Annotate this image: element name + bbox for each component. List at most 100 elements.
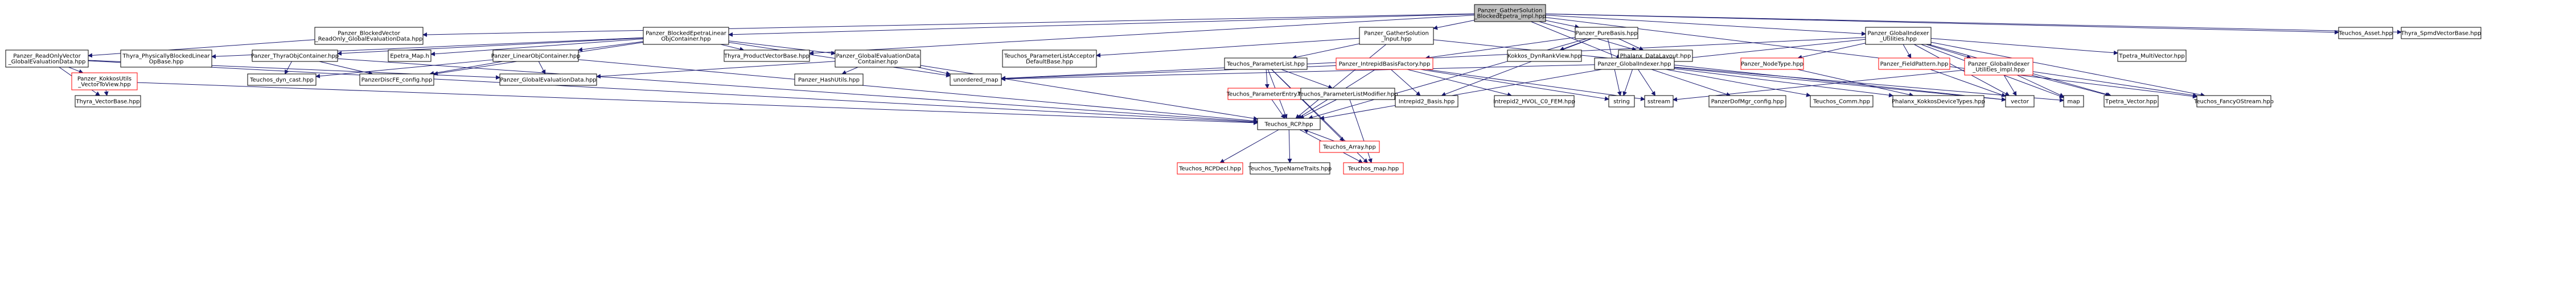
edge-ro_vec_ged-to-t_rcp	[88, 60, 1258, 125]
node-box	[2117, 49, 2187, 62]
node-label: Teuchos_RCP.hpp	[1264, 122, 1313, 128]
node-box	[1494, 95, 1575, 108]
node-root[interactable]: Panzer_GatherSolution_BlockedEpetra_impl…	[1473, 4, 1546, 22]
node-ged[interactable]: Panzer_GlobalEvaluationData.hpp	[499, 73, 597, 86]
edge-root-to-globalindexer	[1531, 21, 1621, 59]
node-globalindexer[interactable]: Panzer_GlobalIndexer.hpp	[1594, 57, 1675, 70]
edge-ged_container-to-unordered_map	[917, 67, 951, 76]
edge-globalindexer-to-map	[1674, 67, 2064, 102]
node-t_map[interactable]: Teuchos_map.hpp	[1343, 162, 1404, 175]
node-label: Panzer_NodeType.hpp	[1741, 61, 1803, 68]
node-t_dyncast[interactable]: Teuchos_dyn_cast.hpp	[247, 73, 317, 86]
node-hashutils[interactable]: Panzer_HashUtils.hpp	[794, 73, 864, 86]
node-tpetra_vec[interactable]: Tpetra_Vector.hpp	[2103, 95, 2159, 108]
node-dofmgr_config[interactable]: PanzerDofMgr_config.hpp	[1708, 95, 1786, 108]
edge-blk_linobj-to-epetra_map	[430, 38, 644, 56]
node-t_pe[interactable]: Teuchos_ParameterEntry.hpp	[1226, 88, 1309, 100]
edge-kokkos_utils-to-thyra_vb	[104, 89, 109, 96]
edge-gi_utils_impl-to-vector	[2003, 75, 2017, 96]
node-label: Panzer_LinearObjContainer.hpp	[491, 53, 581, 60]
edge-thyraobj-to-t_rcp	[337, 58, 1258, 124]
node-unordered_map[interactable]: unordered_map	[950, 73, 1002, 86]
node-label: Phalanx_DataLayout.hpp	[1620, 53, 1691, 60]
node-nodetype[interactable]: Panzer_NodeType.hpp	[1740, 57, 1804, 70]
node-box	[643, 27, 729, 45]
node-thyra_vb[interactable]: Thyra_VectorBase.hpp	[75, 95, 141, 108]
node-string[interactable]: string	[1608, 95, 1635, 108]
node-box	[5, 49, 89, 68]
node-t_plmod[interactable]: Teuchos_ParameterListModifier.hpp	[1297, 88, 1398, 100]
node-box	[1608, 95, 1635, 108]
node-kokkos_dynrank[interactable]: Kokkos_DynRankView.hpp	[1507, 49, 1582, 62]
node-t_rcp[interactable]: Teuchos_RCP.hpp	[1257, 118, 1321, 130]
edge-root-to-purebasis	[1545, 20, 1580, 29]
node-tpetra_mv[interactable]: Tpetra_MultiVector.hpp	[2117, 49, 2187, 62]
node-box	[388, 49, 432, 62]
node-epetra_map[interactable]: Epetra_Map.h	[388, 49, 432, 62]
edge-t_pl-to-t_pe	[1264, 69, 1269, 89]
node-phalanx_kdt[interactable]: Phalanx_KokkosDeviceTypes.hpp	[1892, 95, 1985, 108]
node-sstream[interactable]: sstream	[1644, 95, 1674, 108]
node-box	[835, 49, 921, 68]
node-label: Panzer_GlobalIndexer	[1868, 31, 1930, 37]
node-intrepid_factory[interactable]: Panzer_IntrepidBasisFactory.hpp	[1336, 57, 1433, 70]
edge-t_pl-to-t_plmod	[1281, 69, 1333, 89]
edge-globalindexer-to-vector	[1674, 67, 2006, 102]
node-label: Teuchos_Comm.hpp	[1813, 99, 1870, 105]
node-panzer_config[interactable]: PanzerDiscFE_config.hpp	[359, 73, 434, 86]
node-label: OpBase.hpp	[149, 59, 184, 65]
node-kokkos_utils[interactable]: Panzer_KokkosUtils_VectorToView.hpp	[71, 72, 138, 90]
edge-gi_utils-to-unordered_map	[1001, 37, 1866, 81]
node-gi_utils_impl[interactable]: Panzer_GlobalIndexer_Utilities_impl.hpp	[1964, 57, 2033, 76]
node-t_comm[interactable]: Teuchos_Comm.hpp	[1810, 95, 1874, 108]
edge-gi_utils-to-gi_utils_impl	[1926, 44, 1971, 59]
node-vec_ro[interactable]: Panzer_BlockedVector_ReadOnly_GlobalEval…	[314, 27, 424, 45]
node-t_pl_acceptor[interactable]: Teuchos_ParameterListAcceptorDefaultBase…	[1002, 49, 1097, 68]
node-gi_utils[interactable]: Panzer_GlobalIndexer_Utilities.hpp	[1865, 27, 1932, 45]
node-map[interactable]: map	[2063, 95, 2084, 108]
node-t_fancy[interactable]: Teuchos_FancyOStream.hpp	[2193, 95, 2274, 108]
node-t_array[interactable]: Teuchos_Array.hpp	[1319, 141, 1380, 153]
node-linobj[interactable]: Panzer_LinearObjContainer.hpp	[491, 49, 581, 62]
node-t_asset[interactable]: Teuchos_Asset.hpp	[2338, 27, 2393, 39]
edge-ro_vec_ged-to-kokkos_utils	[68, 67, 84, 74]
node-intrepid_basis[interactable]: Intrepid2_Basis.hpp	[1395, 95, 1458, 108]
node-t_tnt[interactable]: Teuchos_TypeNameTraits.hpp	[1248, 162, 1332, 175]
node-vector[interactable]: vector	[2005, 95, 2035, 108]
node-gs_input[interactable]: Panzer_GatherSolution_Input.hpp	[1359, 27, 1434, 45]
node-thyra_pvb[interactable]: Thyra_ProductVectorBase.hpp	[724, 49, 810, 62]
node-box	[724, 49, 810, 62]
node-label: Panzer_ReadOnlyVector	[13, 53, 81, 60]
node-blk_linobj[interactable]: Panzer_BlockedEpetraLinearObjContainer.h…	[643, 27, 729, 45]
node-box	[1810, 95, 1874, 108]
node-t_pl[interactable]: Teuchos_ParameterList.hpp	[1224, 57, 1308, 70]
node-t_rcpdecl[interactable]: Teuchos_RCPDecl.hpp	[1177, 162, 1243, 175]
node-label: Teuchos_ParameterEntry.hpp	[1226, 92, 1309, 98]
node-label: string	[1613, 99, 1630, 105]
node-ro_vec_ged[interactable]: Panzer_ReadOnlyVector_GlobalEvaluationDa…	[5, 49, 89, 68]
node-box	[75, 95, 141, 108]
node-purebasis[interactable]: Panzer_PureBasis.hpp	[1575, 27, 1638, 39]
node-fieldpattern[interactable]: Panzer_FieldPattern.hpp	[1878, 57, 1950, 70]
node-label: PanzerDiscFE_config.hpp	[361, 77, 433, 84]
edge-gi_utils_impl-to-map	[2017, 75, 2064, 97]
node-label: Intrepid2_Basis.hpp	[1399, 99, 1455, 105]
edge-globalindexer-to-t_rcp	[1320, 69, 1602, 121]
node-label: unordered_map	[954, 77, 999, 84]
edge-gi_utils-to-vector	[1914, 44, 2010, 96]
node-label: Teuchos_TypeNameTraits.hpp	[1248, 166, 1332, 172]
node-box	[1594, 57, 1675, 70]
node-label: Teuchos_RCPDecl.hpp	[1178, 166, 1241, 172]
edge-linobj-to-panzer_config	[429, 61, 503, 76]
node-label: Teuchos_Asset.hpp	[2338, 31, 2393, 37]
node-label: Panzer_HashUtils.hpp	[798, 77, 860, 84]
edge-root-to-gi_utils	[1545, 15, 1866, 36]
node-label: Panzer_GlobalIndexer	[1968, 61, 2030, 68]
node-intrepid_hvol[interactable]: Intrepid2_HVOL_C0_FEM.hpp	[1493, 95, 1575, 108]
node-thyraobj[interactable]: Panzer_ThyraObjContainer.hpp	[251, 49, 339, 62]
node-label: Teuchos_ParameterListAcceptor	[1004, 53, 1095, 60]
node-thyra_spmd[interactable]: Thyra_SpmdVectorBase.hpp	[2401, 27, 2481, 39]
node-box	[1002, 49, 1097, 68]
